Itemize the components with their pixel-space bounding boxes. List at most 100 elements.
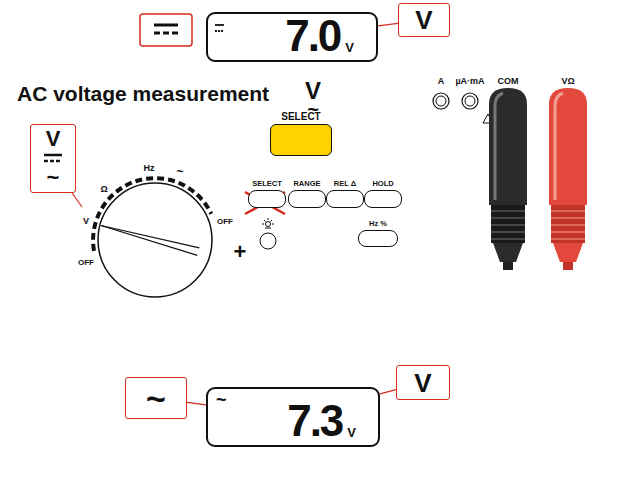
- rotary-switch: [101, 226, 199, 248]
- lcd-display: ~7.3V: [206, 387, 380, 447]
- button-cap: [364, 190, 402, 208]
- button-cap: [288, 190, 326, 208]
- callout-box: V: [396, 365, 450, 400]
- select-button: SELECT: [270, 112, 332, 156]
- red-probe: [549, 88, 587, 270]
- red-probe: [551, 224, 585, 226]
- backlight-icon: [264, 220, 266, 222]
- hz-button: Hz %: [358, 220, 398, 247]
- button-label: REL Δ: [326, 180, 364, 188]
- red-probe: [551, 238, 585, 240]
- backlight-icon: [265, 228, 271, 229]
- dc-symbol: [214, 23, 225, 33]
- dc-callout-box: [154, 24, 178, 27]
- red-probe: [555, 93, 563, 200]
- button-cap: [270, 124, 332, 156]
- input-jacks: [433, 93, 493, 123]
- leader-line: [380, 390, 396, 394]
- callout-box: V: [398, 3, 450, 37]
- dc-symbol: [215, 24, 224, 26]
- dial-label: V: [83, 217, 89, 226]
- red-probe: [549, 88, 587, 205]
- black-probe: [503, 262, 513, 270]
- dc-symbol: [44, 160, 48, 163]
- callout-text: V: [46, 128, 61, 150]
- callout-text: V: [415, 7, 432, 33]
- rel-button: REL Δ: [326, 180, 364, 208]
- range-button: RANGE: [288, 180, 326, 208]
- rotary-switch: [98, 183, 212, 297]
- button-cap: [358, 230, 398, 247]
- dial-label: Hz: [144, 164, 155, 173]
- red-probe: [551, 210, 585, 212]
- dial-label: ~: [176, 166, 183, 178]
- black-probe: [491, 205, 525, 243]
- black-probe: [493, 243, 523, 262]
- red-probe: [563, 262, 573, 270]
- jack-label: VΩ: [561, 77, 574, 86]
- black-probe: [489, 88, 527, 270]
- backlight-icon: [271, 220, 273, 222]
- red-probe: [553, 243, 583, 262]
- red-probe: [551, 205, 585, 243]
- dc-callout-box: [172, 32, 178, 35]
- dc-callout-box: [163, 32, 169, 35]
- black-probe: [491, 210, 525, 212]
- ac-symbol: ~: [307, 99, 319, 119]
- lcd-digits: 7.3: [287, 399, 342, 443]
- black-probe: [491, 231, 525, 233]
- callout-text: ~: [146, 381, 166, 415]
- black-probe: [495, 93, 503, 200]
- hold-button: HOLD: [364, 180, 402, 208]
- select-button: SELECT: [248, 180, 286, 208]
- rotary-switch: [101, 226, 197, 256]
- button-cap: [248, 190, 286, 208]
- input-jacks: [465, 96, 475, 106]
- dc-symbol: [56, 160, 60, 163]
- lcd-mode: ~: [216, 391, 227, 409]
- button-label: SELECT: [248, 180, 286, 188]
- input-jacks: [433, 93, 449, 109]
- backlight-icon: [266, 222, 271, 227]
- dc-callout-box: [154, 32, 160, 35]
- jack-label: µA·mA: [455, 77, 484, 86]
- backlight-icon: [260, 233, 276, 249]
- input-jacks: [436, 96, 446, 106]
- dc-callout-box: [140, 14, 192, 46]
- input-jacks: [462, 93, 478, 109]
- callout-text: V: [414, 370, 431, 396]
- jack-label: COM: [498, 77, 519, 86]
- dial-label: Ω: [100, 185, 107, 194]
- dc-symbol: [215, 30, 217, 32]
- jack-label: A: [438, 77, 445, 86]
- leader-line: [378, 23, 398, 26]
- button-label: Hz %: [358, 220, 398, 228]
- button-label: SELECT: [270, 112, 332, 122]
- lcd-unit: V: [347, 426, 356, 439]
- button-label: HOLD: [364, 180, 402, 188]
- black-probe: [489, 88, 527, 205]
- black-probe: [491, 238, 525, 240]
- rotary-switch: [70, 178, 212, 297]
- plus-sign: +: [234, 241, 247, 263]
- red-probe: [551, 231, 585, 233]
- lcd-digits: 7.0: [285, 14, 340, 58]
- lcd-unit: V: [345, 41, 354, 54]
- leader-line: [187, 402, 206, 405]
- backlight-icon: [268, 218, 269, 220]
- dial-label: OFF: [217, 218, 233, 226]
- dc-callout-box: [140, 14, 192, 46]
- dc-symbol: [221, 30, 223, 32]
- dc-symbol: [218, 30, 220, 32]
- callout-box: V~: [30, 124, 76, 193]
- black-probe: [491, 224, 525, 226]
- lcd-display: 7.0V: [206, 12, 378, 62]
- callout-text: ~: [47, 167, 60, 189]
- black-probe: [491, 217, 525, 219]
- dc-symbol: [50, 160, 54, 163]
- dial-label: OFF: [78, 259, 94, 267]
- backlight-icon: [262, 224, 264, 225]
- red-probe: [551, 217, 585, 219]
- callout-box: ~: [125, 377, 187, 419]
